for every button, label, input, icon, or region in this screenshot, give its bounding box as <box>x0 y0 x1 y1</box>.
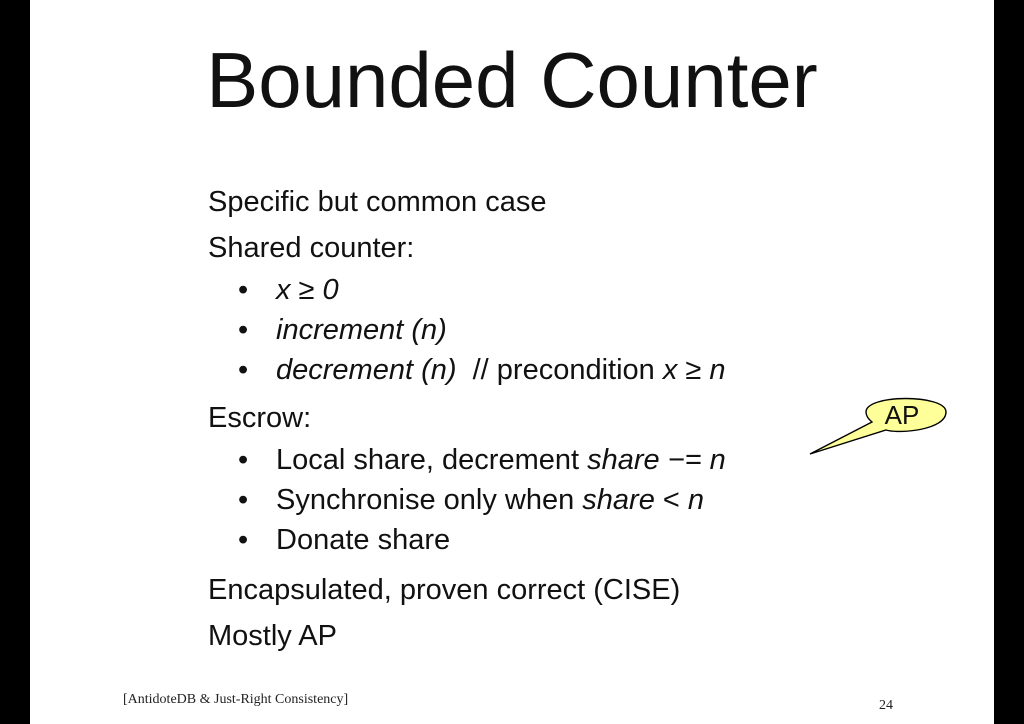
bullet-text-italic: decrement (n) <box>276 354 457 386</box>
slide-title: Bounded Counter <box>206 36 818 124</box>
line-encapsulated: Encapsulated, proven correct (CISE) <box>208 574 681 606</box>
bullet-text-italic-tail: x ≥ n <box>662 354 726 386</box>
bullet-local-share: • Local share, decrement share −= n <box>238 442 726 478</box>
bullet-text: x ≥ 0 <box>276 274 339 306</box>
slide: Bounded Counter Specific but common case… <box>30 0 994 724</box>
bullet-increment: • increment (n) <box>238 312 447 348</box>
bullet-text-op: < <box>654 484 688 516</box>
bullet-dot: • <box>238 444 249 476</box>
callout-bubble <box>809 397 947 455</box>
bullet-text: increment (n) <box>276 314 447 346</box>
bullet-dot: • <box>238 524 249 556</box>
bullet-text-italic: share <box>582 484 655 516</box>
callout-label: AP <box>884 400 920 430</box>
bullet-text-italic: share −= n <box>587 444 726 476</box>
bullet-dot: • <box>238 484 249 516</box>
bullet-dot: • <box>238 354 249 386</box>
bullet-text: // precondition <box>456 354 663 386</box>
bullet-synchronise: • Synchronise only when share < n <box>238 482 704 518</box>
callout-shape <box>809 397 947 455</box>
bullet-decrement: • decrement (n) // precondition x ≥ n <box>238 352 726 388</box>
bullet-x-nonneg: • x ≥ 0 <box>238 272 339 308</box>
bullet-dot: • <box>238 274 249 306</box>
bullet-text-italic-n: n <box>687 484 705 516</box>
bullet-text: Local share, decrement <box>276 444 588 476</box>
footer-citation: [AntidoteDB & Just-Right Consistency] <box>123 692 349 707</box>
bullet-donate: • Donate share <box>238 522 450 558</box>
line-mostly-ap: Mostly AP <box>208 620 337 652</box>
line-escrow: Escrow: <box>208 402 312 434</box>
bullet-text: Synchronise only when <box>276 484 583 516</box>
bullet-text: Donate share <box>276 524 451 556</box>
bullet-dot: • <box>238 314 249 346</box>
page-number: 24 <box>879 698 893 713</box>
line-shared-counter: Shared counter: <box>208 232 415 264</box>
line-specific-case: Specific but common case <box>208 186 547 218</box>
